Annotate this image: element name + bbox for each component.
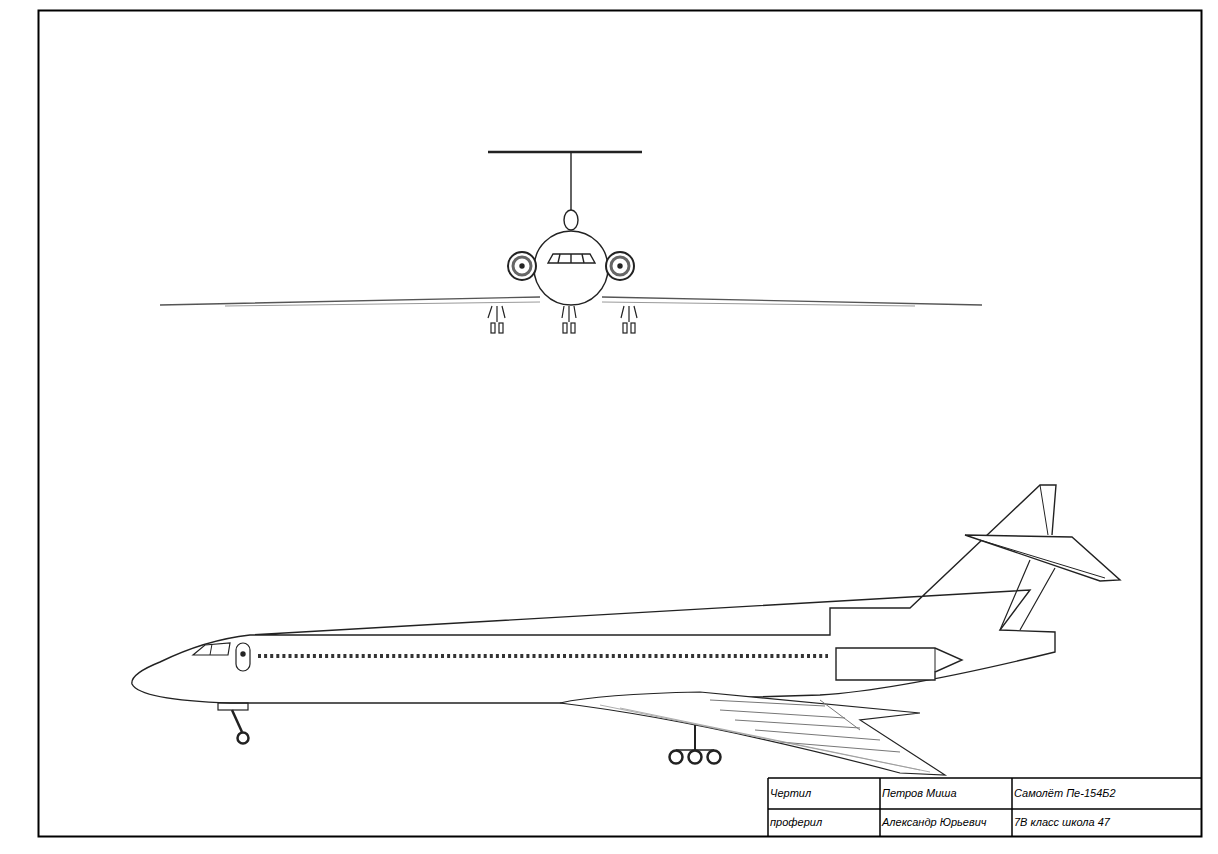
checker-name: Александр Юрьевич xyxy=(882,816,986,829)
sheet-frame xyxy=(39,11,1202,837)
drawing-title: Самолёт Пе-154Б2 xyxy=(1014,787,1116,800)
class-school: 7В класс школа 47 xyxy=(1014,816,1110,829)
title-block xyxy=(768,778,1201,836)
side-view xyxy=(132,485,1120,775)
drawn-by-caption: Чертил xyxy=(770,787,811,800)
checked-by-caption: проферил xyxy=(770,816,822,829)
author-name: Петров Миша xyxy=(882,787,957,800)
front-view xyxy=(160,152,982,333)
